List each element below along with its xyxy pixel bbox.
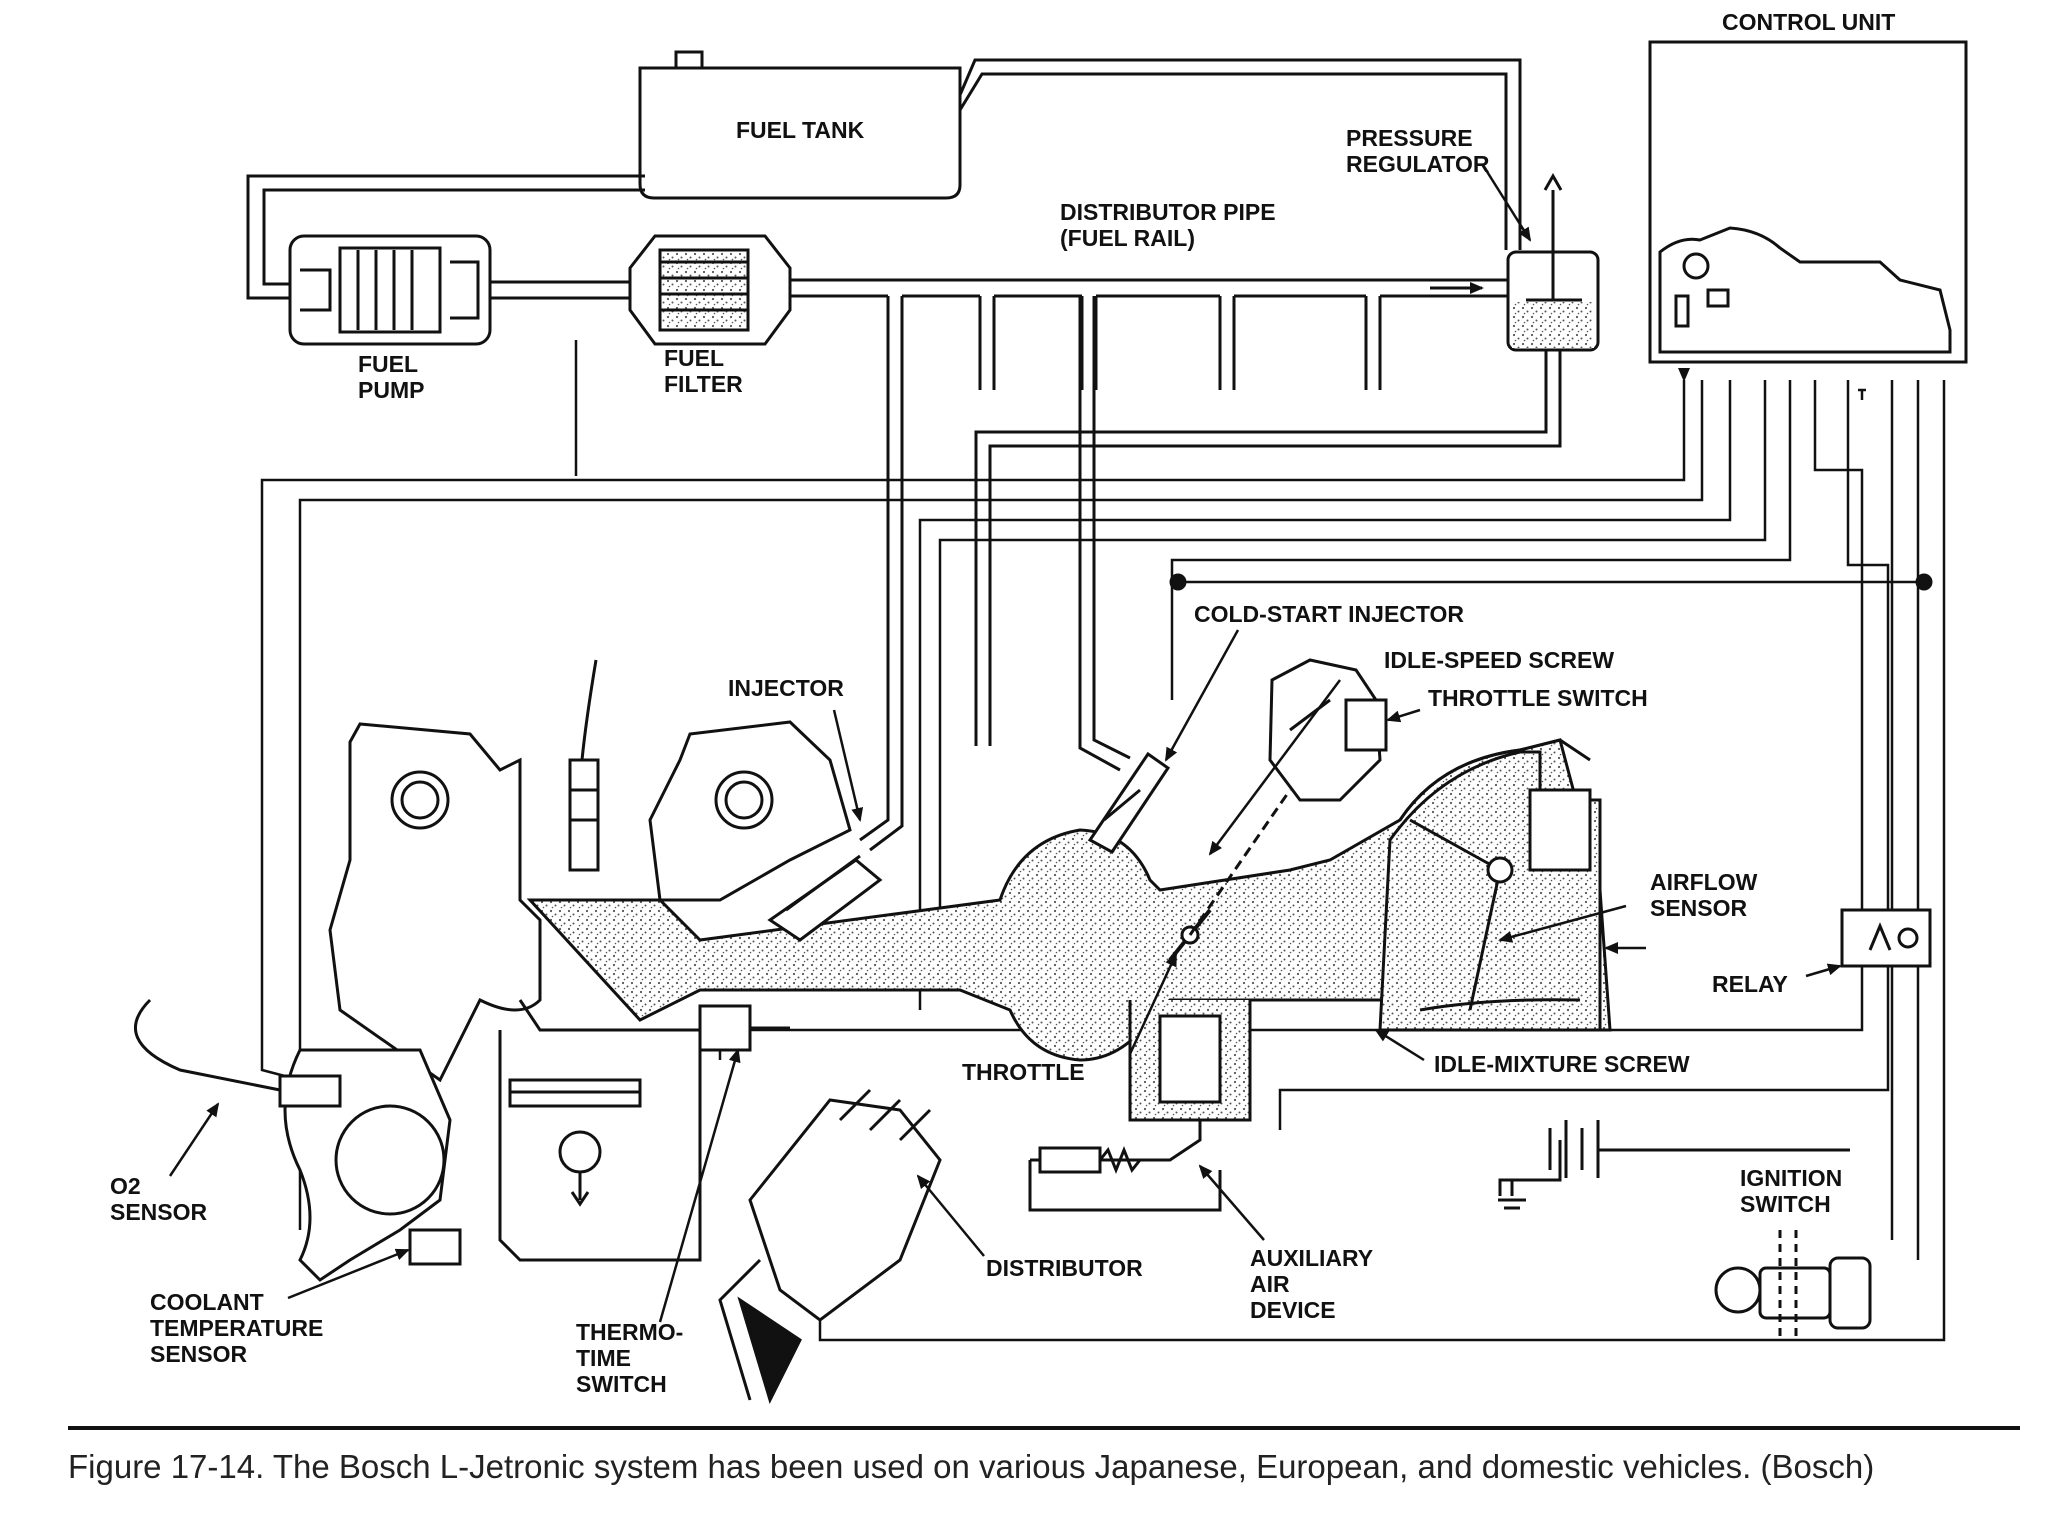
- injector-feed-lines: [859, 296, 1131, 852]
- spark-plug: [568, 659, 600, 872]
- airflow-sensor: [1378, 750, 1602, 1032]
- idle-mixture-screw-label: IDLE-MIXTURE SCREW: [1434, 1051, 1690, 1077]
- thermo-time-switch-label-3: SWITCH: [576, 1371, 667, 1397]
- fuel-filter: [628, 234, 792, 346]
- throttle-switch-body: [1268, 658, 1388, 802]
- distributor-label: DISTRIBUTOR: [986, 1255, 1143, 1281]
- distributor-pipe-label-1: DISTRIBUTOR PIPE: [1060, 199, 1276, 225]
- fuel-filter-label-1: FUEL: [664, 345, 724, 371]
- idle-speed-screw-label: IDLE-SPEED SCREW: [1384, 647, 1614, 673]
- thermo-time-switch-label-2: TIME: [576, 1345, 631, 1371]
- cold-start-injector-body: [1087, 751, 1171, 854]
- fuel-pump-label-1: FUEL: [358, 351, 418, 377]
- throttle-label: THROTTLE: [962, 1059, 1085, 1085]
- pressure-regulator-label-1: PRESSURE: [1346, 125, 1473, 151]
- control-unit: [1648, 40, 1968, 364]
- fuel-filter-label-2: FILTER: [664, 371, 743, 397]
- auxiliary-air-device: [1028, 1000, 1252, 1212]
- airflow-sensor-label-2: SENSOR: [1650, 895, 1748, 921]
- distributor-body: [718, 1088, 942, 1405]
- throttle-plate: [1168, 789, 1292, 962]
- relay-label: RELAY: [1712, 971, 1788, 997]
- ignition-switch-label-2: SWITCH: [1740, 1191, 1831, 1217]
- throttle-switch-label: THROTTLE SWITCH: [1428, 685, 1648, 711]
- fuel-tank-label: FUEL TANK: [736, 117, 865, 143]
- fuel-pump-label-2: PUMP: [358, 377, 424, 403]
- fuel-pump: [288, 234, 492, 346]
- relay: [1840, 908, 1932, 968]
- auxiliary-air-device-label-1: AUXILIARY: [1250, 1245, 1373, 1271]
- regulator-vacuum-line: [974, 350, 1562, 746]
- ignition-switch: [1714, 1230, 1872, 1340]
- fuel-rail: [790, 278, 1512, 390]
- caption-rule: [68, 1426, 2020, 1430]
- coolant-sensor-label-1: COOLANT: [150, 1289, 264, 1315]
- pressure-regulator: [1506, 172, 1600, 352]
- o2-sensor-body: [133, 998, 342, 1108]
- coolant-sensor-label-3: SENSOR: [150, 1341, 248, 1367]
- pressure-regulator-label-2: REGULATOR: [1346, 151, 1490, 177]
- cold-start-injector-label: COLD-START INJECTOR: [1194, 601, 1464, 627]
- fuel-feed-line: [246, 174, 645, 300]
- o2-sensor-label-1: O2: [110, 1173, 141, 1199]
- airflow-sensor-label-1: AIRFLOW: [1650, 869, 1758, 895]
- intake-manifold: [526, 738, 1612, 1062]
- auxiliary-air-device-label-2: AIR: [1250, 1271, 1290, 1297]
- thermo-time-switch-label-1: THERMO-: [576, 1319, 683, 1345]
- thermo-time-switch-body: [698, 1004, 790, 1052]
- injector-label: INJECTOR: [728, 675, 844, 701]
- o2-sensor-label-2: SENSOR: [110, 1199, 208, 1225]
- fuel-return-line: [958, 58, 1522, 250]
- figure-caption: Figure 17-14. The Bosch L-Jetronic syste…: [68, 1448, 1875, 1485]
- pump-filter-line: [490, 280, 630, 300]
- auxiliary-air-device-label-3: DEVICE: [1250, 1297, 1336, 1323]
- injector-body: [767, 854, 883, 942]
- distributor-pipe-label-2: (FUEL RAIL): [1060, 225, 1195, 251]
- battery: [1498, 1120, 1850, 1210]
- ignition-switch-label-1: IGNITION: [1740, 1165, 1842, 1191]
- coolant-sensor-label-2: TEMPERATURE: [150, 1315, 323, 1341]
- coolant-sensor-body: [408, 1228, 462, 1266]
- control-unit-label: CONTROL UNIT: [1722, 9, 1895, 35]
